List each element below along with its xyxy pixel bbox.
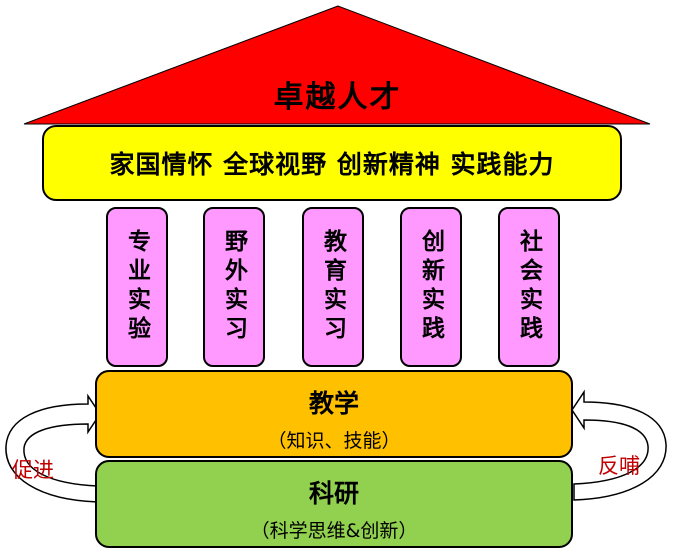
research-subtitle: （科学思维&创新） [250,520,418,542]
right-curved-arrow [571,389,667,501]
pillar-social-practice: 社会实践 [498,207,560,367]
teaching-subtitle: （知识、技能） [267,430,401,452]
pillar-label: 教育实习 [319,229,347,345]
promote-label: 促进 [12,458,54,482]
pillar-education-practice: 教育实习 [302,207,364,367]
pillar-innovation-practice: 创新实践 [400,207,462,367]
pillar-label: 社会实践 [515,229,543,345]
teaching-block: 教学 （知识、技能） [95,370,573,458]
values-beam: 家国情怀 全球视野 创新精神 实践能力 [42,125,622,201]
pillar-label: 创新实践 [417,229,445,345]
roof-title: 卓越人才 [273,80,402,115]
research-block: 科研 （科学思维&创新） [95,460,573,548]
feedback-label: 反哺 [598,454,640,478]
teaching-title: 教学 [308,389,359,418]
roof-triangle [23,5,651,125]
pillar-label: 专业实验 [123,229,151,345]
pillar-label: 野外实习 [220,229,248,345]
pillar-field-practice: 野外实习 [203,207,265,367]
left-curved-arrow [5,393,101,503]
pillar-professional-experiment: 专业实验 [106,207,168,367]
research-title: 科研 [308,479,359,508]
values-beam-text: 家国情怀 全球视野 创新精神 实践能力 [109,150,555,179]
